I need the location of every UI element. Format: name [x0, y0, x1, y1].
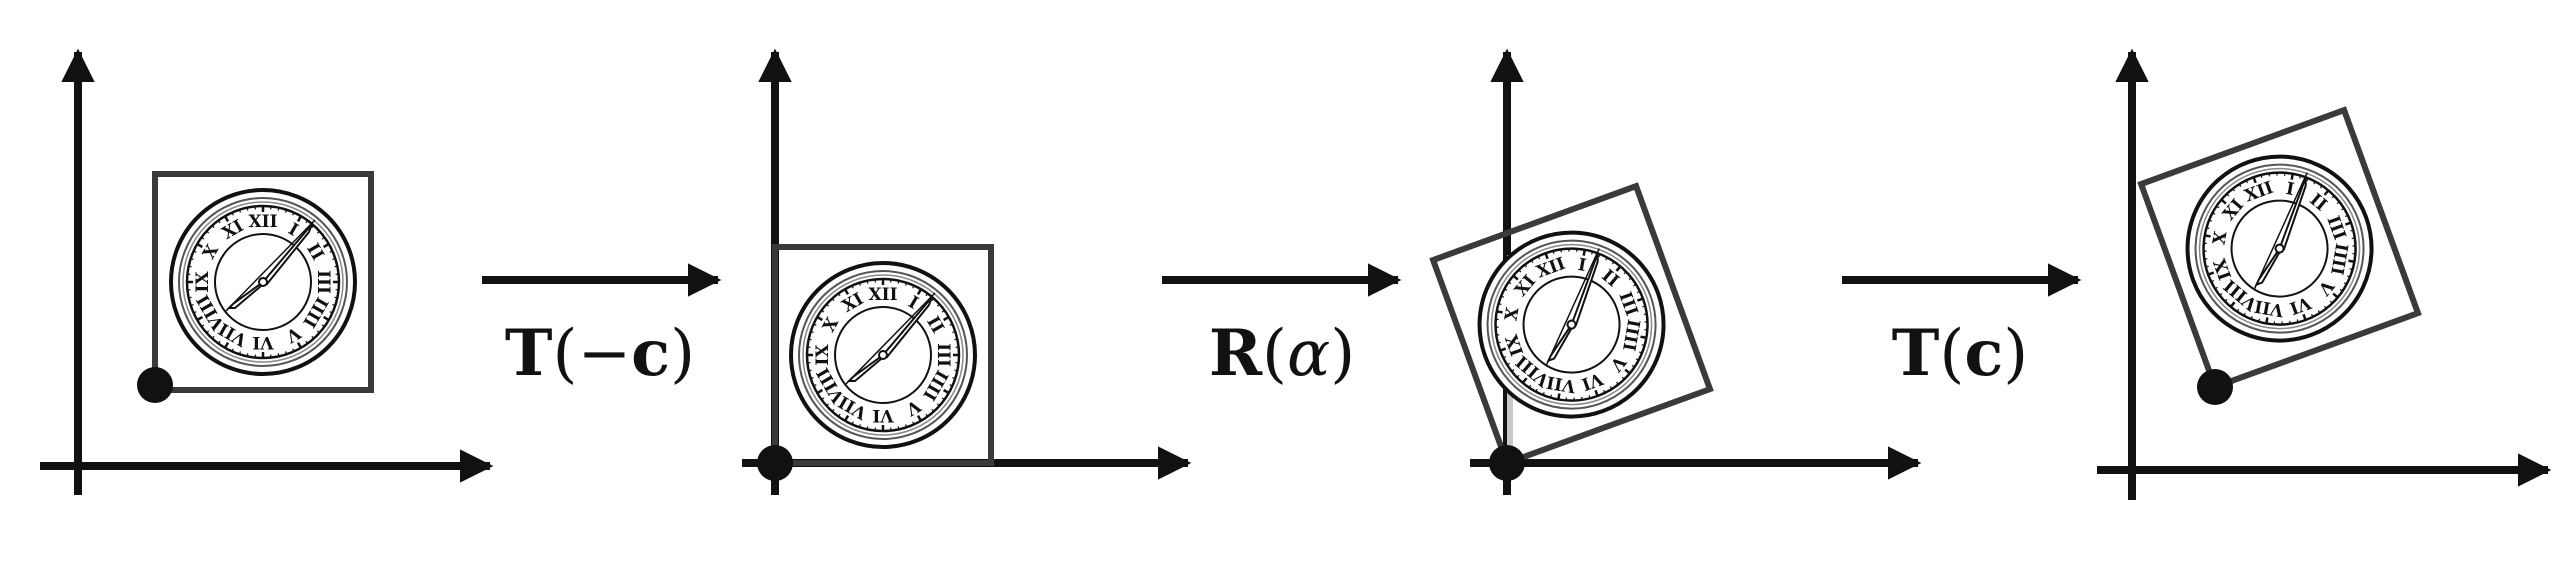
transform-label: T(c): [1892, 316, 2029, 391]
panel-rotated: [1429, 48, 1922, 495]
transform-step-1: T(−c): [482, 263, 722, 391]
panel-translated-to-origin: [742, 48, 1192, 495]
transform-step-2: R(α): [1162, 263, 1402, 391]
transform-step-3: T(c): [1842, 263, 2082, 391]
transform-label: T(−c): [505, 316, 695, 391]
axes: [742, 48, 1192, 495]
clock-image: [152, 171, 374, 393]
axes: [40, 48, 494, 495]
image-frame: [2137, 106, 2422, 391]
clock-image: [2137, 106, 2422, 391]
transform-label: R(α): [1209, 316, 1355, 391]
clock-image: [1429, 182, 1714, 467]
image-frame: [1429, 182, 1714, 467]
image-frame: [772, 244, 994, 466]
pivot-point: [137, 367, 173, 403]
panel-original: [40, 48, 494, 495]
pivot-point: [2197, 369, 2233, 405]
pivot-point: [757, 445, 793, 481]
image-frame: [152, 171, 374, 393]
panel-translated-back: [2097, 48, 2552, 500]
pivot-point: [1489, 445, 1525, 481]
axes: [2097, 48, 2552, 500]
clock-image: [772, 244, 994, 466]
